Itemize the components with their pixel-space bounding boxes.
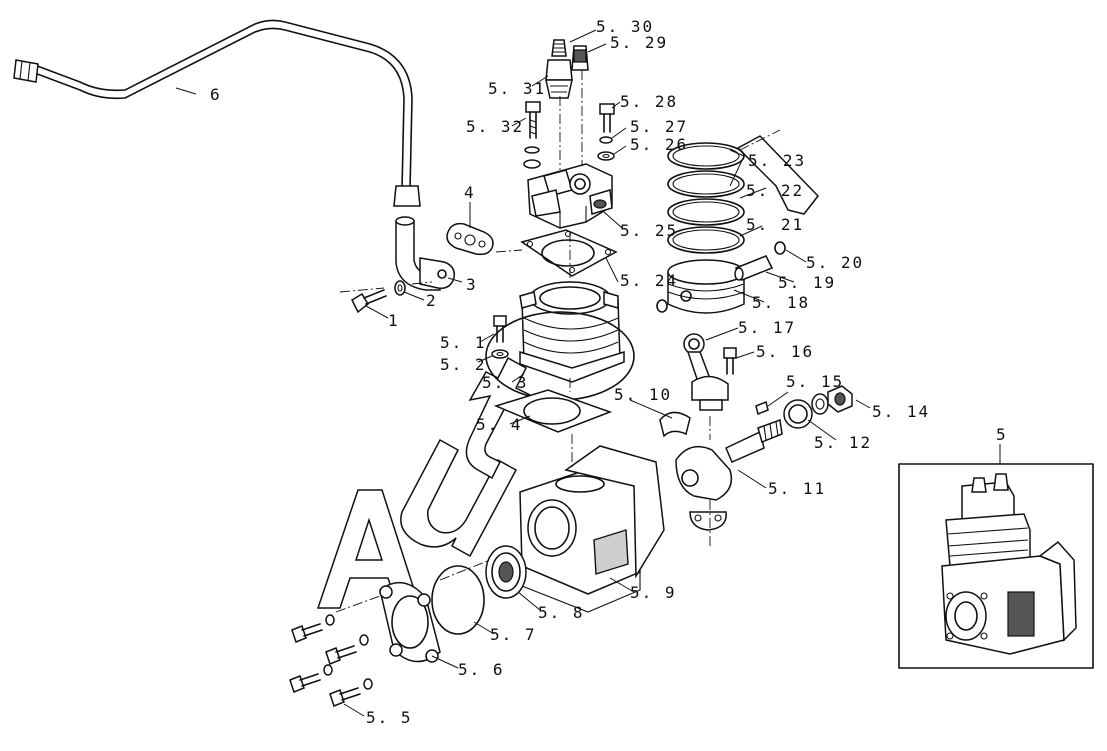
label-5-20: 5. 20 bbox=[806, 253, 864, 272]
unloader-valve-5-31 bbox=[545, 59, 573, 99]
label-5-6: 5. 6 bbox=[458, 660, 505, 679]
bearing-shell-5-10 bbox=[659, 411, 691, 438]
assembled-compressor-5 bbox=[941, 473, 1077, 655]
bush-5-12 bbox=[783, 399, 813, 429]
label-1: 1 bbox=[388, 311, 400, 330]
leader-lines bbox=[175, 29, 871, 717]
label-5-12: 5. 12 bbox=[814, 433, 872, 452]
label-5: 5 bbox=[996, 425, 1008, 444]
label-5-17: 5. 17 bbox=[738, 318, 796, 337]
piston-5-18 bbox=[667, 259, 745, 314]
label-5-11: 5. 11 bbox=[768, 479, 826, 498]
label-3: 3 bbox=[466, 275, 478, 294]
inset-panel bbox=[1007, 591, 1035, 637]
piston-ring-5-22 bbox=[667, 170, 745, 198]
elbow-fitting-3 bbox=[395, 216, 456, 291]
end-cover-5-6 bbox=[379, 581, 441, 663]
label-5-29: 5. 29 bbox=[610, 33, 668, 52]
piston-pin-5-19 bbox=[734, 255, 774, 281]
cylinder-head-5-25 bbox=[527, 163, 613, 229]
gasket-4 bbox=[446, 222, 494, 256]
label-5-21: 5. 21 bbox=[746, 215, 804, 234]
label-5-32: 5. 32 bbox=[466, 117, 524, 136]
circlip-left bbox=[656, 299, 668, 313]
crankcase-5-9 bbox=[519, 445, 665, 613]
washer-near-nut bbox=[811, 393, 829, 415]
label-5-16: 5. 16 bbox=[756, 342, 814, 361]
bolt-1 bbox=[351, 289, 387, 314]
bolt-5-28 bbox=[599, 103, 615, 133]
label-5-19: 5. 19 bbox=[778, 273, 836, 292]
fitting-5-29 bbox=[571, 45, 589, 71]
circlip-5-20 bbox=[774, 241, 786, 255]
label-4: 4 bbox=[464, 183, 476, 202]
washer-2 bbox=[394, 280, 406, 296]
label-5-25: 5. 25 bbox=[620, 221, 678, 240]
key-5-15 bbox=[755, 400, 769, 416]
label-5-3: 5. 3 bbox=[482, 373, 529, 392]
washer-5-26 bbox=[597, 151, 615, 161]
bolts-5-5 bbox=[289, 614, 373, 707]
callout-labels: 5. 30 5. 29 5. 31 5. 28 5. 32 5. 27 5. 2… bbox=[210, 17, 930, 727]
label-5-24: 5. 24 bbox=[620, 271, 678, 290]
washer-5-27 bbox=[599, 136, 613, 144]
label-5-30: 5. 30 bbox=[596, 17, 654, 36]
cylinder-barrel bbox=[519, 281, 625, 383]
label-5-4: 5. 4 bbox=[476, 415, 523, 434]
rod-bolt-5-16 bbox=[723, 347, 737, 375]
nut-5-14 bbox=[827, 385, 853, 413]
label-5-27: 5. 27 bbox=[630, 117, 688, 136]
label-2: 2 bbox=[426, 291, 438, 310]
base-gasket-5-4 bbox=[493, 389, 613, 433]
center-lines bbox=[335, 70, 781, 613]
label-5-2: 5. 2 bbox=[440, 355, 487, 374]
label-6: 6 bbox=[210, 85, 222, 104]
label-5-23: 5. 23 bbox=[748, 151, 806, 170]
bolt-5-1 bbox=[493, 315, 507, 343]
label-5-15: 5. 15 bbox=[786, 372, 844, 391]
label-5-26: 5. 26 bbox=[630, 135, 688, 154]
label-5-1: 5. 1 bbox=[440, 333, 487, 352]
label-5-31: 5. 31 bbox=[488, 79, 546, 98]
washers-left bbox=[523, 146, 541, 169]
inset-frame bbox=[898, 463, 1094, 669]
ball-bearing-5-8 bbox=[485, 545, 527, 599]
label-5-14: 5. 14 bbox=[872, 402, 930, 421]
piston-ring-5-21 bbox=[667, 198, 745, 254]
label-5-5: 5. 5 bbox=[366, 708, 413, 727]
pipe-6 bbox=[13, 19, 421, 207]
head-gasket-5-24 bbox=[520, 229, 618, 277]
label-5-28: 5. 28 bbox=[620, 92, 678, 111]
label-5-8: 5. 8 bbox=[538, 603, 585, 622]
bolt-5-32 bbox=[525, 101, 541, 139]
label-5-18: 5. 18 bbox=[752, 293, 810, 312]
assembly-inset: 5 bbox=[898, 425, 1094, 669]
bearing-cap-lower bbox=[689, 511, 727, 531]
crankshaft-5-11 bbox=[675, 418, 783, 501]
connecting-rod-5-17 bbox=[683, 333, 729, 411]
label-5-22: 5. 22 bbox=[746, 181, 804, 200]
washer-5-2 bbox=[491, 349, 509, 359]
label-5-9: 5. 9 bbox=[630, 583, 677, 602]
label-5-7: 5. 7 bbox=[490, 625, 537, 644]
o-ring-5-7 bbox=[431, 565, 485, 635]
fitting-5-30 bbox=[551, 39, 567, 57]
watermark bbox=[316, 135, 819, 609]
label-5-10: 5. 10 bbox=[614, 385, 672, 404]
